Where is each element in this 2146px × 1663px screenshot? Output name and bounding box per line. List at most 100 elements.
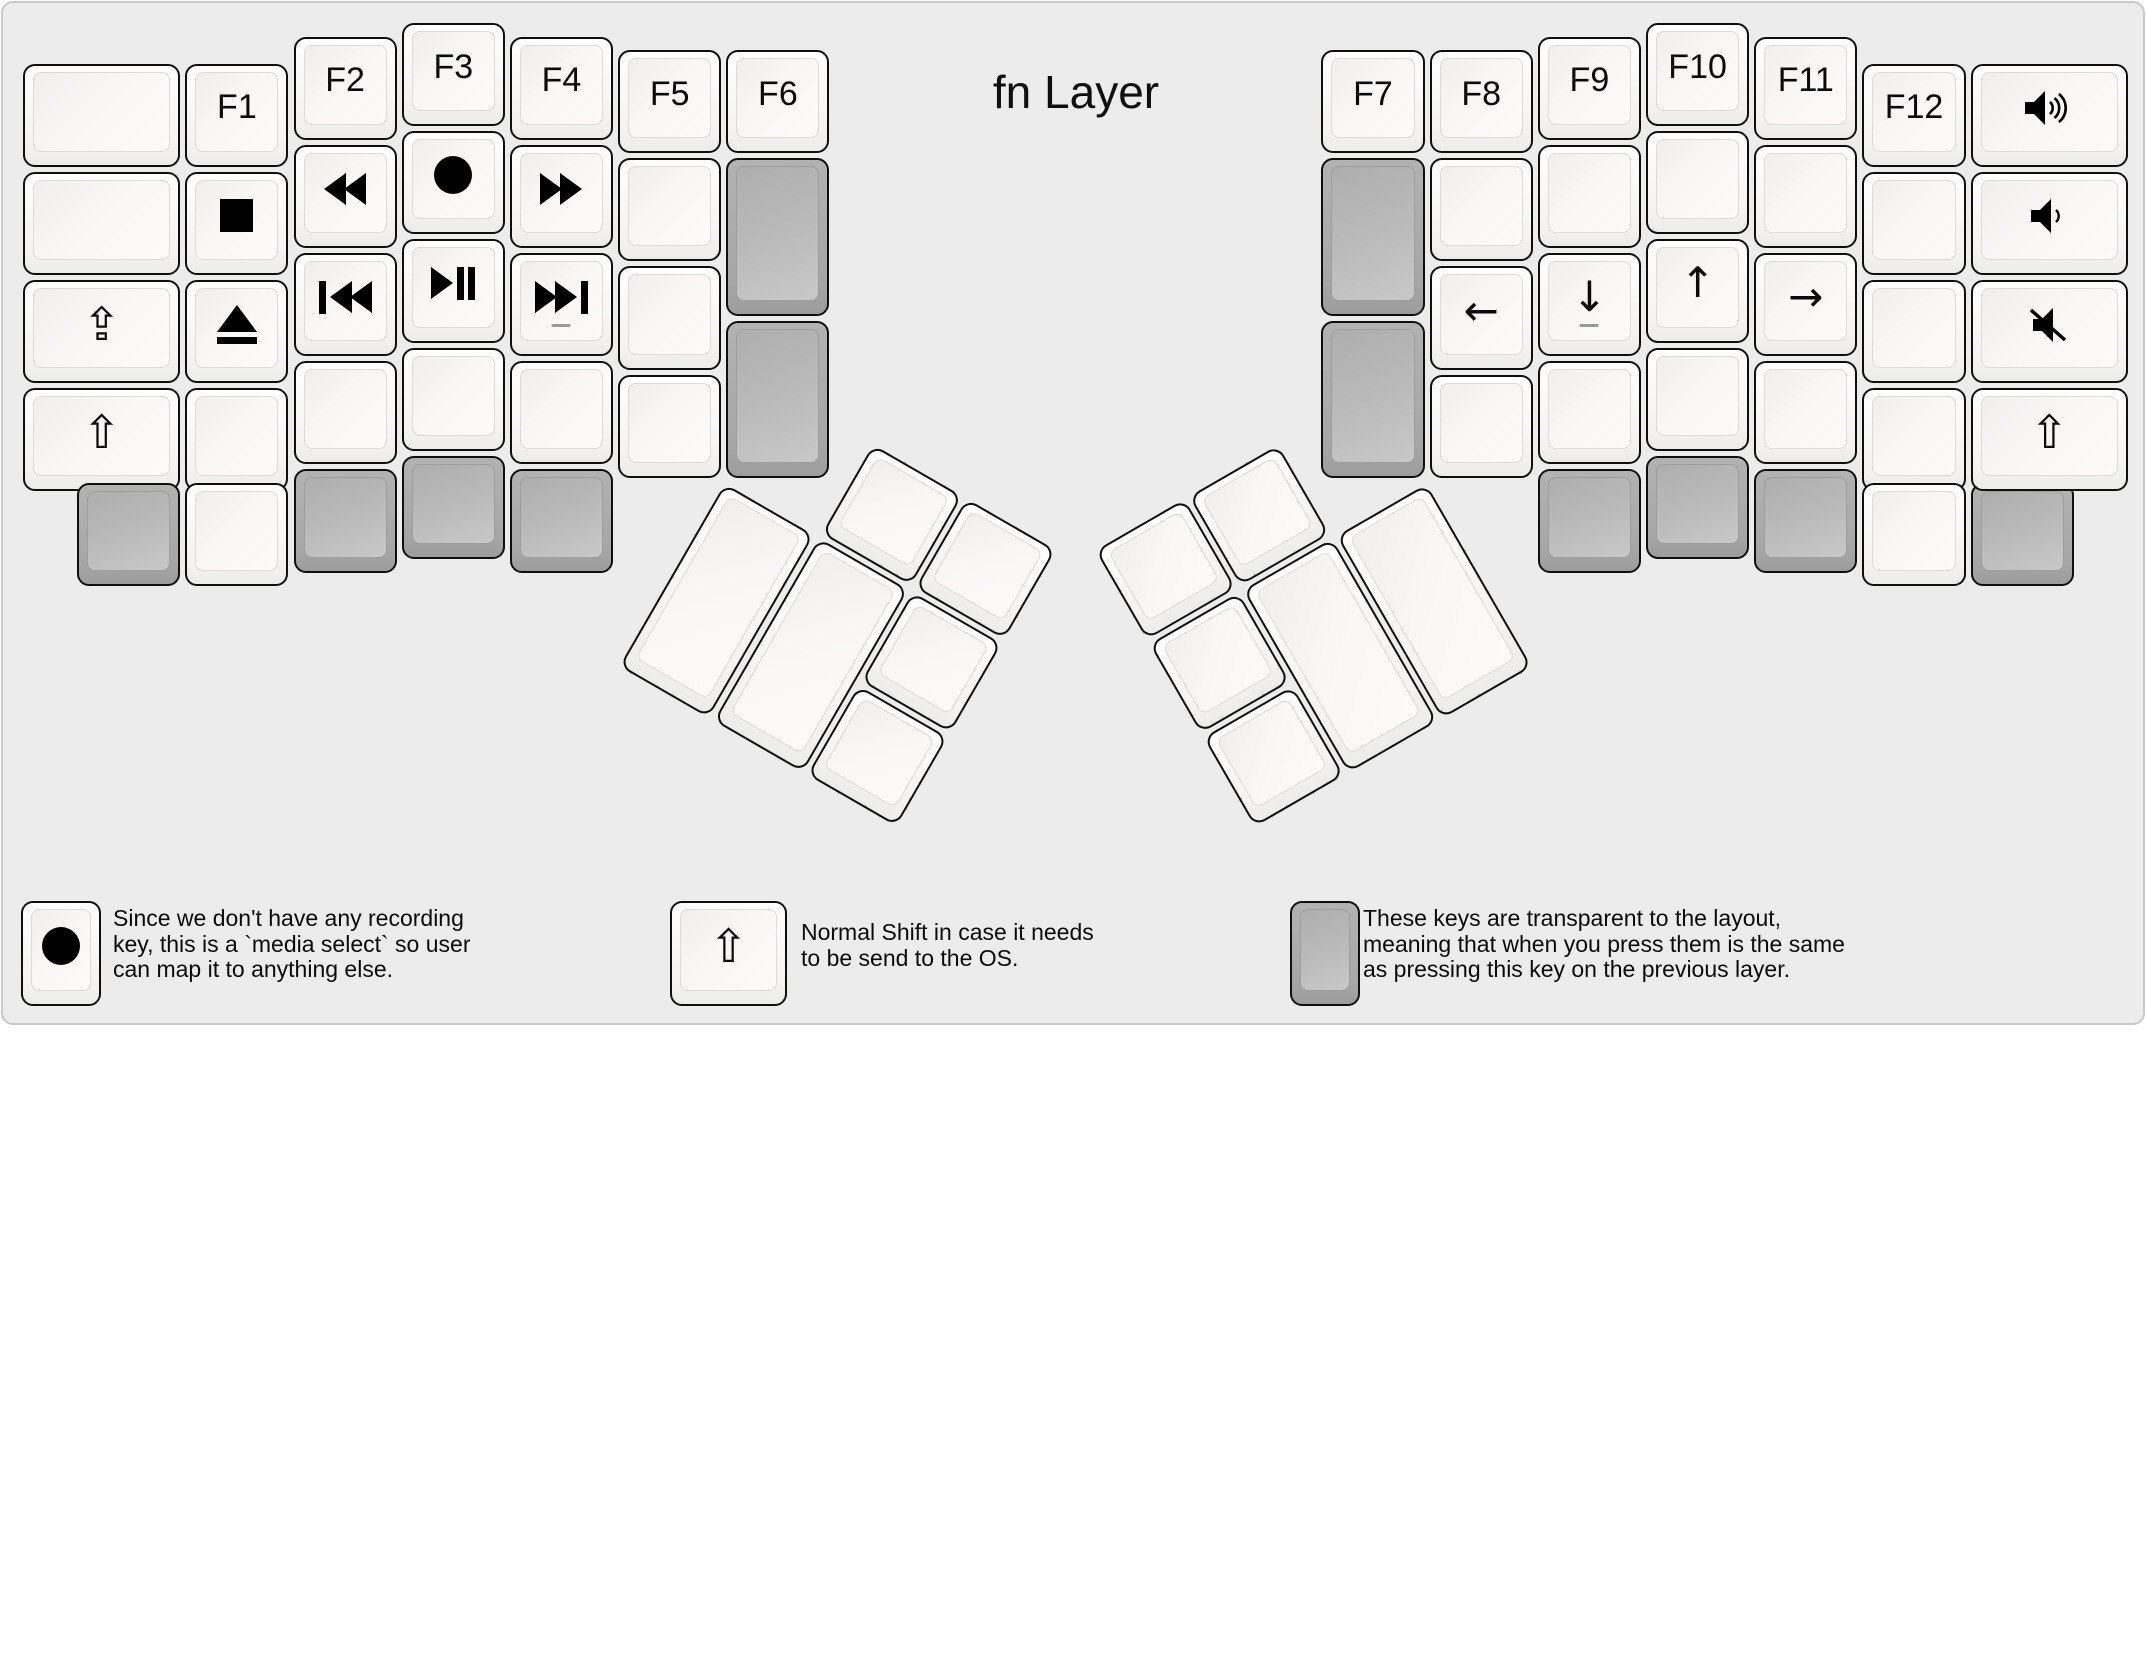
key-blank-l-r2c6[interactable]: [618, 158, 722, 262]
legend-key-record-cap: [31, 909, 91, 991]
key-transparent-r-inner-top-cap: [1331, 166, 1415, 301]
legend-key-transparent[interactable]: [1290, 901, 1360, 1006]
legend-text-shift: Normal Shift in case it needs to be send…: [801, 919, 1094, 971]
key-transparent-r-bottom-2[interactable]: [1646, 455, 1750, 559]
key-arrow-left[interactable]: ←: [1429, 266, 1533, 370]
key-transparent-r-bottom-3[interactable]: [1754, 469, 1858, 573]
key-f7-cap: F7: [1331, 58, 1415, 139]
key-transparent-l-inner-bottom[interactable]: [726, 320, 830, 478]
key-f4-label: F4: [541, 61, 582, 100]
key-blank-r-r4c3[interactable]: [1537, 361, 1641, 465]
key-blank-r-bottom-4[interactable]: [1862, 482, 1966, 587]
key-blank-r-r4c4[interactable]: [1646, 347, 1750, 451]
key-transparent-l-bottom-4[interactable]: [401, 455, 505, 559]
key-arrow-down-cap: ↓: [1547, 260, 1631, 342]
key-f4[interactable]: F4: [509, 36, 614, 140]
key-blank-l-r2c1[interactable]: [23, 171, 181, 275]
key-f2[interactable]: F2: [293, 36, 397, 140]
key-arrow-right[interactable]: →: [1754, 252, 1858, 357]
key-f6[interactable]: F6: [726, 50, 830, 154]
key-transparent-r-inner-bottom-cap: [1331, 328, 1415, 463]
key-transparent-l-bottom-1[interactable]: [77, 482, 181, 587]
key-f1-label: F1: [217, 88, 257, 127]
key-blank-l-r4c2-cap: [195, 396, 279, 477]
key-arrow-down[interactable]: ↓: [1537, 252, 1641, 357]
key-transparent-r-bottom-1[interactable]: [1537, 469, 1641, 573]
record-icon: [42, 927, 80, 965]
key-blank-l-r4c2[interactable]: [185, 388, 289, 492]
key-blank-r-r2c5[interactable]: [1754, 144, 1858, 248]
key-eject[interactable]: [185, 279, 289, 384]
key-blank-r-r4c3-cap: [1547, 369, 1631, 450]
key-shift-right-cap: ⇧: [1980, 396, 2118, 477]
legend-key-shift[interactable]: ⇧: [670, 901, 787, 1006]
shift-icon: ⇧: [82, 405, 121, 460]
key-blank-l-r4c3[interactable]: [293, 361, 397, 465]
key-arrow-up[interactable]: ↑: [1646, 239, 1750, 343]
key-play-pause[interactable]: [401, 239, 505, 343]
key-fast-forward[interactable]: [509, 144, 614, 248]
key-f12[interactable]: F12: [1862, 63, 1966, 167]
key-transparent-l-bottom-4-cap: [411, 463, 495, 544]
key-blank-r-r2c2[interactable]: [1429, 158, 1533, 262]
legend-key-transparent-cap: [1300, 909, 1350, 991]
key-shift-right[interactable]: ⇧: [1970, 388, 2128, 492]
key-stop[interactable]: [185, 171, 289, 275]
legend-line: meaning that when you press them is the …: [1363, 930, 1845, 957]
key-f1[interactable]: F1: [185, 63, 289, 167]
key-blank-l-bottom-2[interactable]: [185, 482, 289, 587]
arrow-down-icon: ↓: [1571, 272, 1607, 322]
legend-line: key, this is a `media select` so user: [113, 930, 471, 957]
key-transparent-r-inner-top[interactable]: [1321, 158, 1425, 316]
key-f3[interactable]: F3: [401, 23, 505, 127]
key-blank-r-r4c5[interactable]: [1754, 361, 1858, 465]
legend-key-record[interactable]: [21, 901, 101, 1006]
key-blank-l-r3c6[interactable]: [618, 266, 722, 370]
key-transparent-r-bottom-5-cap: [1980, 490, 2064, 572]
key-f5[interactable]: F5: [618, 50, 722, 154]
play-pause-icon: [431, 266, 476, 300]
key-caps-lock[interactable]: ⇪: [23, 279, 181, 384]
key-f3-label: F3: [433, 47, 474, 86]
key-blank-l-r3c6-cap: [628, 274, 712, 355]
key-blank-r-r2c6[interactable]: [1862, 171, 1966, 275]
arrow-left-icon: ←: [1463, 285, 1499, 335]
key-blank-r-r4c2[interactable]: [1429, 374, 1533, 478]
key-stop-cap: [195, 179, 279, 260]
key-f8[interactable]: F8: [1429, 50, 1533, 154]
key-record[interactable]: [401, 131, 505, 235]
key-blank-r-r3c6[interactable]: [1862, 279, 1966, 384]
legend-text-transparent: These keys are transparent to the layout…: [1363, 905, 1845, 983]
key-volume-up[interactable]: [1970, 63, 2128, 167]
key-transparent-r-bottom-5[interactable]: [1970, 482, 2074, 587]
key-blank-l-r1c1[interactable]: [23, 63, 181, 167]
key-blank-l-r4c6[interactable]: [618, 374, 722, 478]
key-f12-cap: F12: [1872, 71, 1956, 152]
key-blank-r-r4c2-cap: [1439, 382, 1523, 463]
key-shift-left[interactable]: ⇧: [23, 388, 181, 492]
key-blank-l-r4c4[interactable]: [401, 347, 505, 451]
key-blank-l-r4c5[interactable]: [509, 361, 614, 465]
key-f12-label: F12: [1884, 88, 1944, 127]
key-transparent-l-bottom-3-cap: [303, 477, 387, 558]
key-f10-label: F10: [1668, 47, 1727, 86]
key-rewind[interactable]: [293, 144, 397, 248]
key-mute[interactable]: [1970, 279, 2128, 384]
key-f11[interactable]: F11: [1754, 36, 1858, 140]
key-f9[interactable]: F9: [1537, 36, 1641, 140]
layer-title: fn Layer: [992, 66, 1160, 118]
key-transparent-r-inner-bottom[interactable]: [1321, 320, 1425, 478]
key-volume-down[interactable]: [1970, 171, 2128, 275]
key-transparent-l-bottom-5[interactable]: [509, 469, 614, 573]
key-blank-l-r4c3-cap: [303, 369, 387, 450]
key-prev-track[interactable]: [293, 252, 397, 357]
key-thumb-r-2-cap: [1201, 456, 1314, 568]
key-transparent-l-bottom-3[interactable]: [293, 469, 397, 573]
key-transparent-l-inner-top[interactable]: [726, 158, 830, 316]
key-blank-r-r2c3[interactable]: [1537, 144, 1641, 248]
key-blank-r-r2c4[interactable]: [1646, 131, 1750, 235]
key-f7[interactable]: F7: [1321, 50, 1425, 154]
key-next-track[interactable]: [509, 252, 614, 357]
key-prev-track-cap: [303, 260, 387, 342]
key-f10[interactable]: F10: [1646, 23, 1750, 127]
